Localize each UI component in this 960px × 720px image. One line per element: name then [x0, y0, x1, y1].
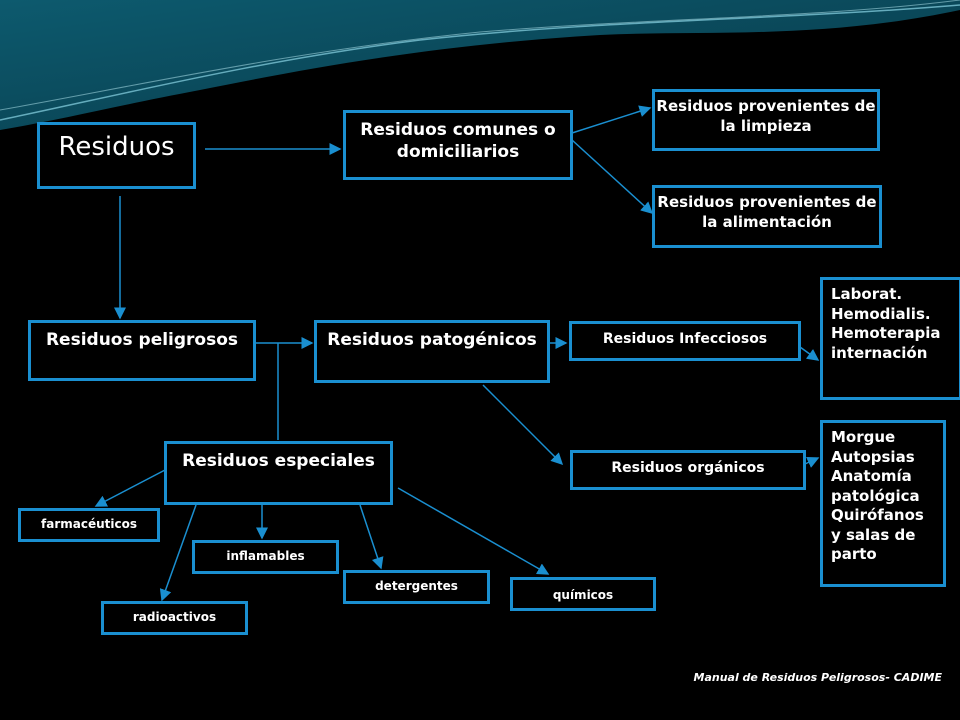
node-residuos-comunes: Residuos comunes o domiciliarios	[343, 110, 573, 180]
node-quimicos: químicos	[510, 577, 656, 611]
node-residuos-peligrosos: Residuos peligrosos	[28, 320, 256, 381]
node-inflamables: inflamables	[192, 540, 339, 574]
node-radioactivos: radioactivos	[101, 601, 248, 635]
node-farmaceuticos: farmacéuticos	[18, 508, 160, 542]
node-residuos-especiales: Residuos especiales	[164, 441, 393, 505]
node-organicos-list: Morgue Autopsias Anatomía patológica Qui…	[820, 420, 946, 587]
node-residuos-limpieza: Residuos provenientes de la limpieza	[652, 89, 880, 151]
node-residuos-patogenicos: Residuos patogénicos	[314, 320, 550, 383]
node-residuos-infecciosos: Residuos Infecciosos	[569, 321, 801, 361]
node-detergentes: detergentes	[343, 570, 490, 604]
source-footer: Manual de Residuos Peligrosos- CADIME	[693, 671, 943, 684]
node-residuos: Residuos	[37, 122, 196, 189]
node-residuos-alimentacion: Residuos provenientes de la alimentación	[652, 185, 882, 248]
node-residuos-organicos: Residuos orgánicos	[570, 450, 806, 490]
node-infecciosos-list: Laborat. Hemodialis. Hemoterapia interna…	[820, 277, 960, 400]
